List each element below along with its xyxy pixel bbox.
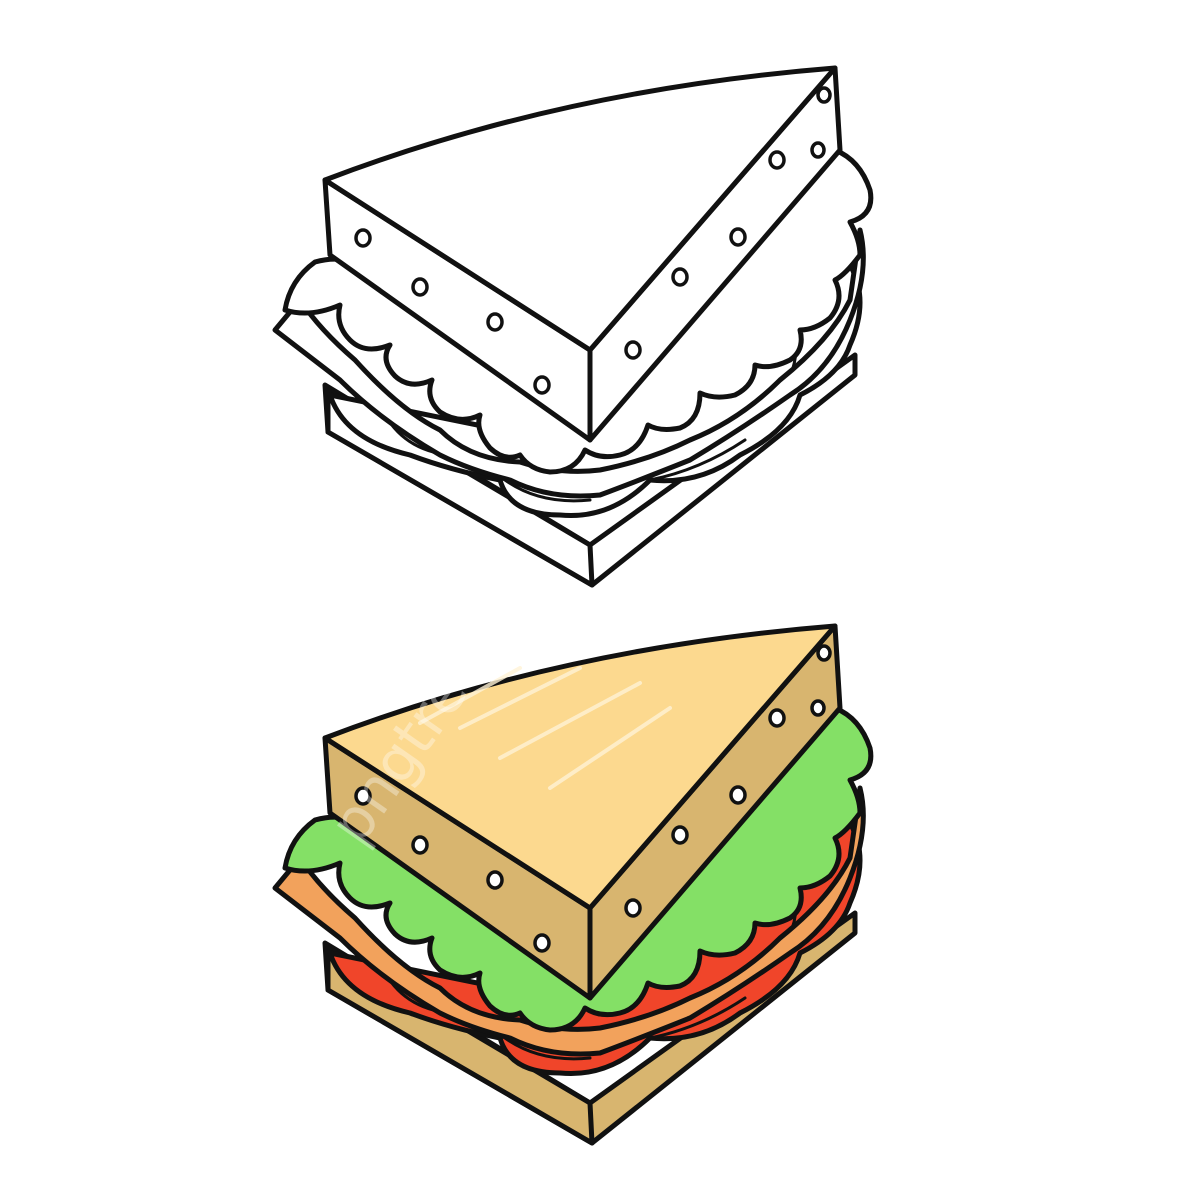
highlight-streaks [418,666,672,790]
colored-sandwich: pngtree [275,626,871,1143]
outline-sandwich: .bt{fill:var(--bt)} .bc{fill:var(--bc)} … [275,68,871,585]
